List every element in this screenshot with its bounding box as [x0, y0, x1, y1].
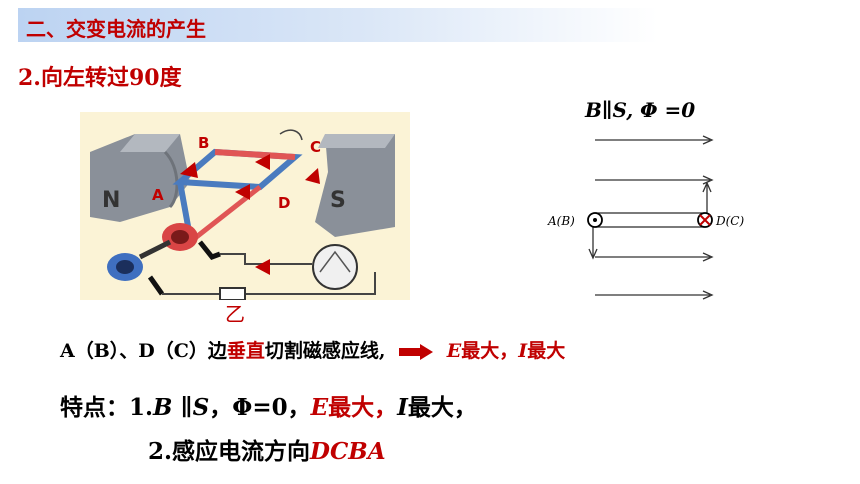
line1-e: E	[446, 340, 462, 362]
line2-e-text: 最大，	[328, 394, 398, 421]
line2-i-text: 最大，	[407, 394, 477, 421]
slide-title: 二、交变电流的产生	[26, 17, 206, 41]
photo-caption: 乙	[225, 302, 245, 326]
slide-header-bar: 二、交变电流的产生	[18, 8, 658, 42]
section-subtitle: 2.向左转过90度	[18, 65, 182, 91]
conclusion-line-1: A（B）、D（C）边垂直切割磁感应线, E最大，I最大	[60, 336, 565, 363]
field-line-diagram: B∥S, Φ =0 A(B) D(C)	[547, 98, 744, 300]
photo-label-a: A	[152, 186, 164, 204]
line3-direction: DCBA	[310, 438, 386, 465]
line2-i: I	[397, 394, 408, 421]
photo-label-d: D	[278, 194, 290, 212]
magnet-s-label: S	[330, 188, 346, 213]
line1-suffix: 切割磁感应线,	[264, 340, 386, 362]
line2-s: S	[192, 394, 210, 421]
line2-b: B	[153, 394, 173, 421]
diagram-right-label: D(C)	[715, 214, 744, 228]
feature-line-2: 2.感应电流方向DCBA	[148, 432, 386, 466]
photo-label-c: C	[310, 138, 321, 156]
line2-phi: ，Φ=0，	[209, 394, 311, 421]
diagram-left-label: A(B)	[547, 214, 575, 228]
line1-i-text: 最大	[527, 340, 566, 362]
line1-emph: 垂直	[226, 340, 265, 362]
line1-i: I	[518, 340, 528, 362]
photo-label-b: B	[198, 134, 209, 152]
feature-line-1: 特点：1.B ∥S，Φ=0，E最大，I最大，	[60, 388, 477, 422]
diagram-title: B∥S, Φ =0	[584, 98, 695, 122]
line3-prefix: 2.感应电流方向	[148, 438, 311, 465]
magnet-n-label: N	[102, 188, 120, 213]
line1-e-text: 最大，	[461, 340, 519, 362]
line1-prefix: A（B）、D（C）边	[60, 340, 227, 362]
line2-parallel: ∥	[172, 394, 193, 421]
generator-illustration: N S B C A D	[80, 112, 410, 300]
line2-prefix: 特点：1.	[60, 394, 154, 421]
line2-e: E	[310, 394, 329, 421]
right-arrow-icon	[399, 344, 434, 360]
